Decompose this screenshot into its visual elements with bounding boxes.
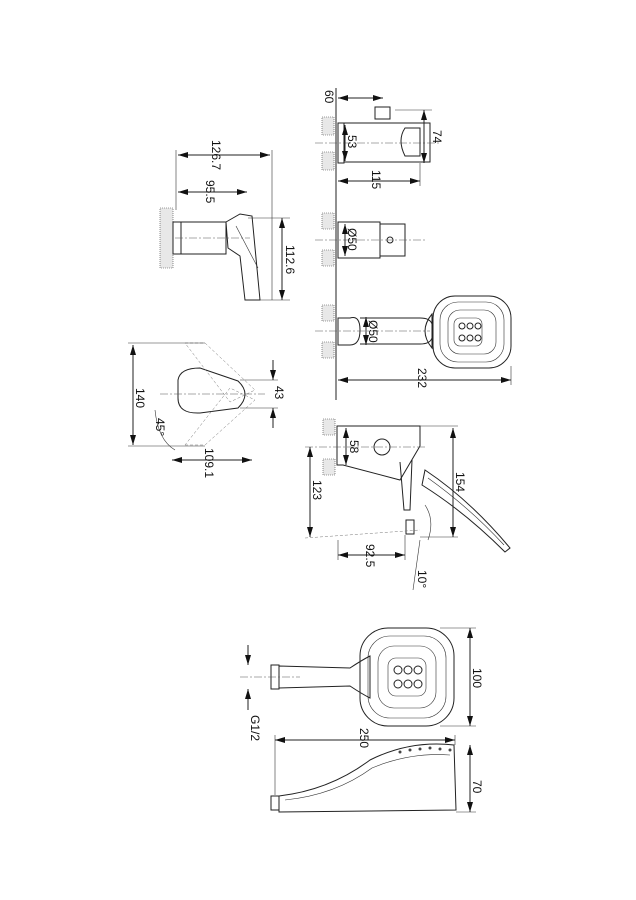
hand-shower-side-view: [270, 743, 457, 813]
dim-140: 140: [133, 388, 147, 408]
dim-43: 43: [272, 386, 286, 400]
dim-outlet-diameter: Ø50: [345, 228, 359, 251]
dim-95-5: 95.5: [203, 180, 217, 204]
dim-123: 123: [310, 480, 324, 500]
wall-holder-dimensions: 60 74 53 115: [322, 90, 444, 189]
wall-section: [321, 151, 335, 171]
dim-126-7: 126.7: [209, 140, 223, 170]
dim-holder-diameter: Ø50: [366, 320, 380, 343]
dim-g1-2: G1/2: [248, 715, 262, 741]
dim-115: 115: [369, 170, 383, 189]
dim-45-degrees: 45°: [153, 418, 167, 436]
dim-74: 74: [430, 130, 444, 144]
nozzle-row: [398, 746, 452, 754]
dim-100: 100: [470, 668, 484, 688]
wall-section: [321, 116, 335, 136]
dim-92-5: 92.5: [363, 544, 377, 568]
dim-250: 250: [357, 728, 371, 748]
outlet-view: [315, 212, 425, 267]
holder-with-shower-view: [315, 295, 512, 369]
dim-10-degrees: 10°: [415, 570, 429, 588]
dim-53: 53: [345, 135, 359, 149]
mixer-side-view: [159, 207, 261, 301]
hand-shower-front-view: [240, 627, 455, 727]
dim-58: 58: [347, 440, 361, 454]
side-view-with-shower: [304, 418, 511, 553]
dim-154: 154: [453, 472, 467, 492]
wall-holder-view: [315, 88, 440, 400]
dim-60: 60: [322, 90, 336, 104]
nozzles: [458, 322, 482, 342]
dim-232: 232: [415, 368, 429, 388]
dim-112-6: 112.6: [283, 245, 297, 274]
dim-70: 70: [470, 780, 484, 794]
lever-top-view: [160, 342, 265, 446]
dim-109-1: 109.1: [202, 448, 216, 478]
